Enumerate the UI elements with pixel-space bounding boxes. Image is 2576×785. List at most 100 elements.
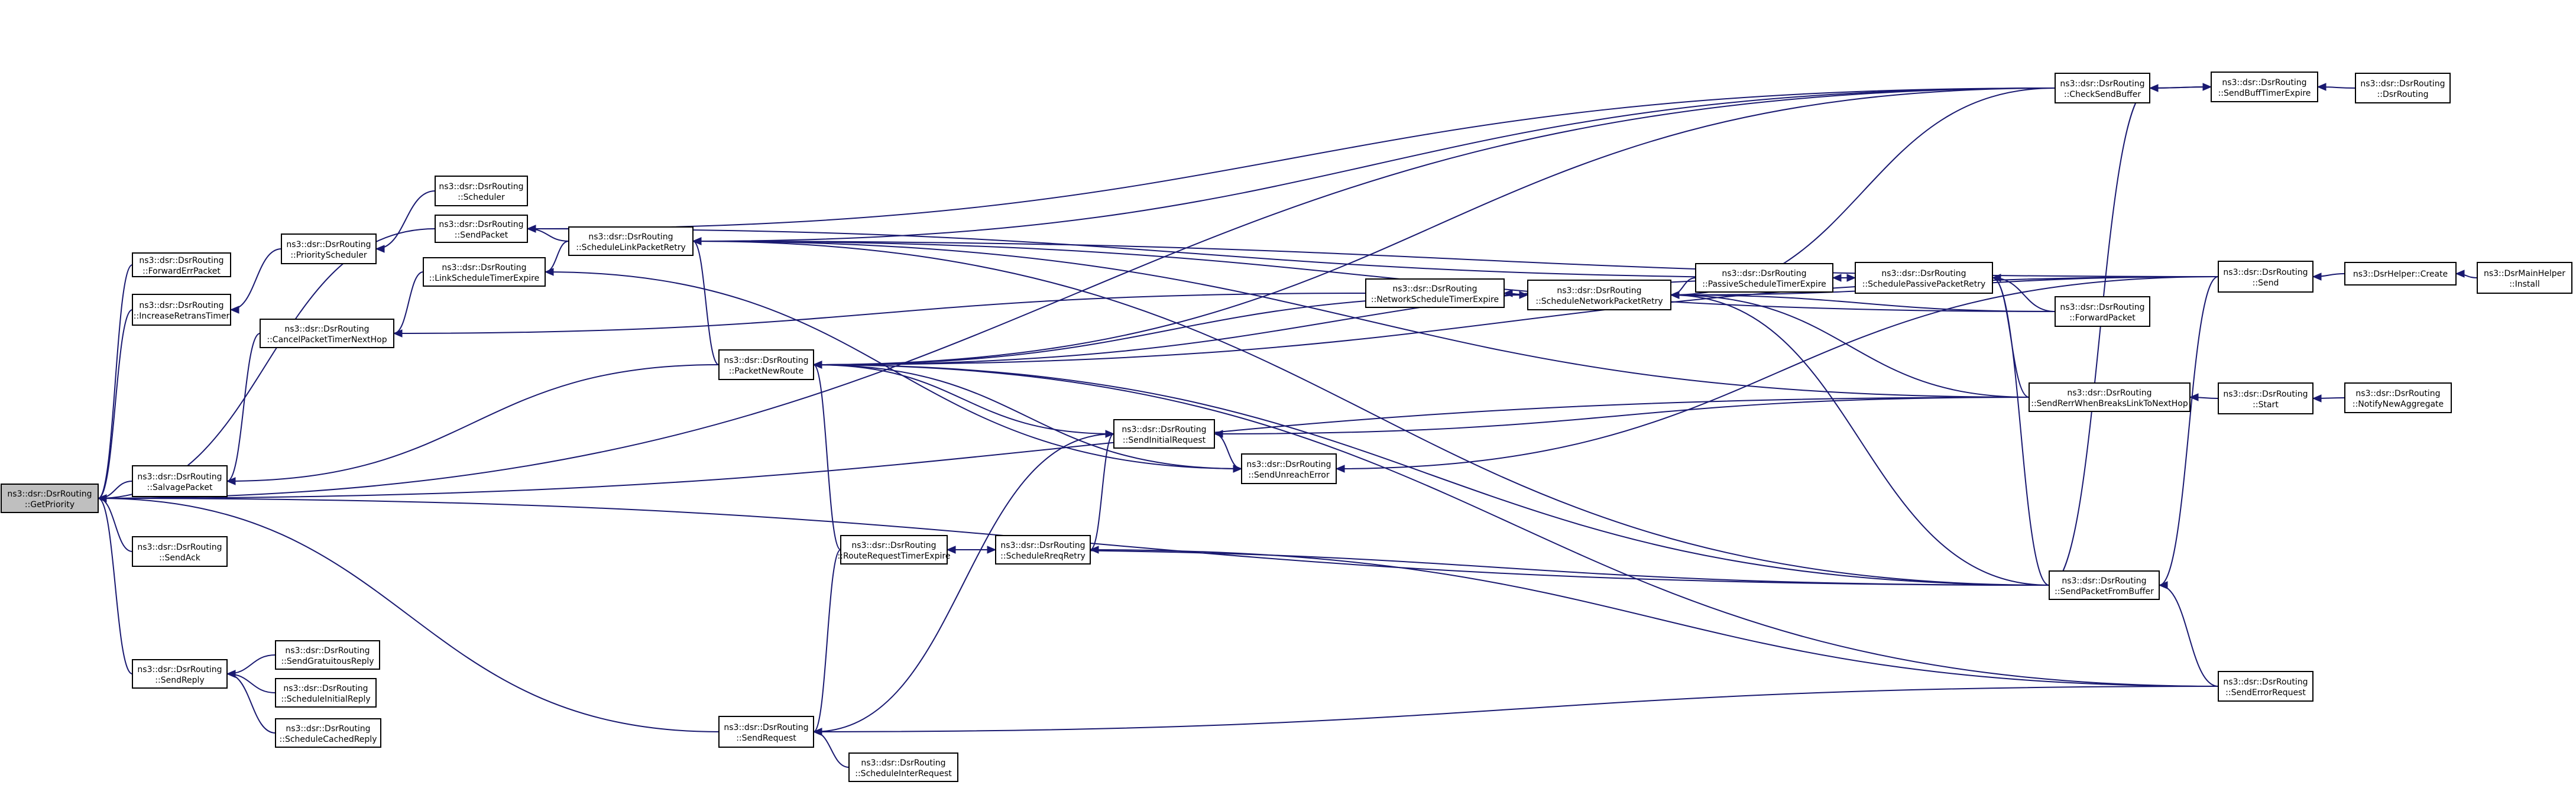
node-schedule-network-packet-retry[interactable]: ns3::dsr::DsrRouting::ScheduleNetworkPac… <box>1527 280 1671 310</box>
node-schedule-cached-reply[interactable]: ns3::dsr::DsrRouting::ScheduleCachedRepl… <box>275 718 381 748</box>
node-increase-retrans-timer[interactable]: ns3::dsr::DsrRouting::IncreaseRetransTim… <box>132 294 231 326</box>
node-box <box>2218 671 2313 702</box>
arrowhead <box>226 477 236 485</box>
node-label-line1: ns3::DsrMainHelper <box>2484 269 2565 278</box>
edge-send-initial-request-to-send-request <box>813 433 1114 732</box>
edge-send-unreach-error-to-packet-new-route <box>813 364 1242 469</box>
edge-scheduler-to-priority-scheduler <box>375 190 436 249</box>
node-salvage-packet[interactable]: ns3::dsr::DsrRouting::SalvagePacket <box>132 465 228 497</box>
node-box <box>132 252 231 277</box>
node-box <box>2344 262 2457 286</box>
node-label-line1: ns3::dsr::DsrRouting <box>2223 390 2308 399</box>
arrowhead <box>226 670 236 678</box>
edge-send-packet-from-buffer-to-check-send-buffer <box>2049 87 2150 586</box>
node-box <box>132 536 228 567</box>
node-label-line2: ::Install <box>2509 280 2540 289</box>
node-send-error-request[interactable]: ns3::dsr::DsrRouting::SendErrorRequest <box>2218 671 2313 702</box>
edge-passive-schedule-timer-expire-to-schedule-network-packet-retry <box>1670 277 1696 296</box>
edge-send-packet-from-buffer-to-schedule-network-packet-retry <box>1670 294 2050 586</box>
node-label-line2: ::SendUnreachError <box>1248 471 1329 480</box>
node-label-line1: ns3::dsr::DsrRouting <box>284 325 369 334</box>
arrowhead <box>2312 394 2322 403</box>
node-passive-schedule-timer-expire[interactable]: ns3::dsr::DsrRouting::PassiveScheduleTim… <box>1695 263 1833 293</box>
node-start[interactable]: ns3::dsr::DsrRouting::Start <box>2218 382 2313 414</box>
node-label-line2: ::DsrRouting <box>2377 90 2429 99</box>
node-send-packet[interactable]: ns3::dsr::DsrRouting::SendPacket <box>435 215 528 243</box>
node-label-line1: ns3::dsr::DsrRouting <box>2222 78 2306 87</box>
node-scheduler[interactable]: ns3::dsr::DsrRouting::Scheduler <box>435 176 528 206</box>
node-label-line2: ::SendPacket <box>455 231 508 240</box>
edge-schedule-inter-request-to-send-request <box>813 731 850 768</box>
edge-schedule-link-packet-retry-to-link-schedule-timer-expire <box>545 241 569 273</box>
node-box <box>2029 382 2191 412</box>
node-priority-scheduler[interactable]: ns3::dsr::DsrRouting::PriorityScheduler <box>281 233 377 264</box>
node-dsr-main-helper-install[interactable]: ns3::DsrMainHelper::Install <box>2477 262 2572 294</box>
node-send-ack[interactable]: ns3::dsr::DsrRouting::SendAck <box>132 536 228 567</box>
node-box <box>423 257 546 287</box>
node-network-schedule-timer-expire[interactable]: ns3::dsr::DsrRouting::NetworkScheduleTim… <box>1365 278 1505 308</box>
node-send-reply[interactable]: ns3::dsr::DsrRouting::SendReply <box>132 659 228 689</box>
node-label-line1: ns3::dsr::DsrRouting <box>439 182 523 192</box>
nodes-layer: ns3::dsr::DsrRouting::GetPriorityns3::ds… <box>1 72 2572 782</box>
node-box <box>435 176 528 206</box>
node-dsr-helper-create[interactable]: ns3::DsrHelper::Create <box>2344 262 2457 286</box>
node-box <box>718 349 814 380</box>
node-box <box>2477 262 2572 294</box>
node-label-line2: ::RouteRequestTimerExpire <box>838 552 951 561</box>
node-send-unreach-error[interactable]: ns3::dsr::DsrRouting::SendUnreachError <box>1241 453 1337 484</box>
node-link-schedule-timer-expire[interactable]: ns3::dsr::DsrRouting::LinkScheduleTimerE… <box>423 257 546 287</box>
node-forward-packet[interactable]: ns3::dsr::DsrRouting::ForwardPacket <box>2055 296 2150 327</box>
node-label-line2: ::SendInitialRequest <box>1123 436 1206 445</box>
node-label-line1: ns3::dsr::DsrRouting <box>2360 79 2445 89</box>
node-label-line2: ::SendErrorRequest <box>2225 688 2306 698</box>
edge-send-error-request-to-send-packet-from-buffer <box>2159 585 2219 687</box>
node-schedule-rreq-retry[interactable]: ns3::dsr::DsrRouting::ScheduleRreqRetry <box>995 535 1091 565</box>
node-check-send-buffer[interactable]: ns3::dsr::DsrRouting::CheckSendBuffer <box>2055 73 2150 103</box>
node-box <box>568 226 694 256</box>
node-route-request-timer-expire[interactable]: ns3::dsr::DsrRouting::RouteRequestTimerE… <box>838 535 951 565</box>
arrowhead <box>1670 291 1680 299</box>
node-label-line1: ns3::dsr::DsrRouting <box>861 758 945 768</box>
node-send-request[interactable]: ns3::dsr::DsrRouting::SendRequest <box>718 716 814 748</box>
node-send-initial-request[interactable]: ns3::dsr::DsrRouting::SendInitialRequest <box>1113 419 1215 449</box>
node-send-gratuitous-reply[interactable]: ns3::dsr::DsrRouting::SendGratuitousRepl… <box>275 640 380 670</box>
edge-network-schedule-timer-expire-to-cancel-packet-timer-next-hop <box>393 293 1366 334</box>
node-send-rerr-when-breaks-link-to-next-hop[interactable]: ns3::dsr::DsrRouting::SendRerrWhenBreaks… <box>2029 382 2191 412</box>
node-label-line2: ::PacketNewRoute <box>729 366 803 376</box>
node-box <box>1855 262 1993 294</box>
node-send-buff-timer-expire[interactable]: ns3::dsr::DsrRouting::SendBuffTimerExpir… <box>2211 72 2318 102</box>
node-notify-new-aggregate[interactable]: ns3::dsr::DsrRouting::NotifyNewAggregate <box>2344 382 2452 413</box>
node-send-packet-from-buffer[interactable]: ns3::dsr::DsrRouting::SendPacketFromBuff… <box>2049 570 2160 600</box>
node-label-line2: ::Scheduler <box>458 193 505 202</box>
arrowhead <box>1089 546 1099 554</box>
node-get-priority[interactable]: ns3::dsr::DsrRouting::GetPriority <box>1 484 99 513</box>
edge-packet-new-route-to-schedule-link-packet-retry <box>692 241 720 365</box>
node-box <box>1695 263 1833 293</box>
node-box <box>132 294 231 326</box>
edge-priority-scheduler-to-increase-retrans-timer <box>230 248 282 310</box>
node-send[interactable]: ns3::dsr::DsrRouting::Send <box>2218 261 2313 293</box>
node-label-line1: ns3::dsr::DsrRouting <box>1881 269 1966 278</box>
node-label-line1: ns3::dsr::DsrRouting <box>1722 269 1806 278</box>
node-schedule-link-packet-retry[interactable]: ns3::dsr::DsrRouting::ScheduleLinkPacket… <box>568 226 694 256</box>
edge-send-error-request-to-packet-new-route <box>813 364 2219 687</box>
node-schedule-initial-reply[interactable]: ns3::dsr::DsrRouting::ScheduleInitialRep… <box>275 678 377 708</box>
node-dsr-routing[interactable]: ns3::dsr::DsrRouting::DsrRouting <box>2355 73 2451 103</box>
edge-forward-packet-to-schedule-passive-packet-retry <box>1992 277 2056 312</box>
edge-send-to-send-unreach-error <box>1336 276 2219 469</box>
arrowhead <box>2316 83 2326 91</box>
node-label-line1: ns3::dsr::DsrRouting <box>139 301 223 310</box>
node-box <box>2355 73 2451 103</box>
node-schedule-inter-request[interactable]: ns3::dsr::DsrRouting::ScheduleInterReque… <box>848 752 958 782</box>
node-label-line1: ns3::dsr::DsrRouting <box>851 541 936 550</box>
edge-increase-retrans-timer-to-get-priority <box>98 309 133 499</box>
node-schedule-passive-packet-retry[interactable]: ns3::dsr::DsrRouting::SchedulePassivePac… <box>1855 262 1993 294</box>
node-packet-new-route[interactable]: ns3::dsr::DsrRouting::PacketNewRoute <box>718 349 814 380</box>
edge-send-reply-to-get-priority <box>98 498 133 674</box>
node-box <box>848 752 958 782</box>
edge-send-packet-from-buffer-to-packet-new-route <box>813 364 2050 586</box>
node-forward-err-packet[interactable]: ns3::dsr::DsrRouting::ForwardErrPacket <box>132 252 231 277</box>
arrowhead <box>2312 273 2322 281</box>
node-cancel-packet-timer-next-hop[interactable]: ns3::dsr::DsrRouting::CancelPacketTimerN… <box>260 319 394 348</box>
node-box <box>2218 261 2313 293</box>
